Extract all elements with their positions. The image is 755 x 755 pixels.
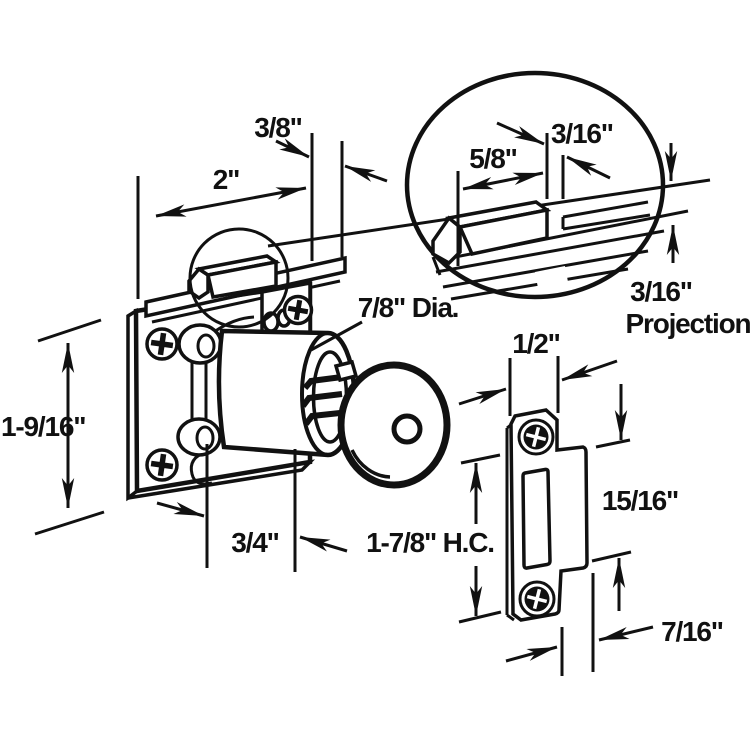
phillips-cross-icon xyxy=(150,453,174,477)
detail-callout-circle xyxy=(188,227,290,329)
key xyxy=(333,359,451,489)
bar-end-cap xyxy=(431,256,442,276)
leader-line xyxy=(310,320,363,352)
extension-line xyxy=(37,318,102,343)
dimension-3-16in-step: 3/16" xyxy=(496,118,614,199)
dim-1-9-16in-label: 1-9/16" xyxy=(1,411,85,442)
bar-line xyxy=(435,229,665,274)
key-wards xyxy=(300,374,343,426)
dimension-arrow xyxy=(344,164,388,183)
dim-15-16in-label: 15/16" xyxy=(602,485,678,516)
magnifier-circle xyxy=(404,70,666,300)
dim-3-4in-label: 3/4" xyxy=(231,527,278,558)
strike-plate xyxy=(505,408,589,622)
phillips-cross-icon xyxy=(287,299,309,321)
dimension-arrow xyxy=(462,171,544,191)
magnified-latch-bolt xyxy=(431,200,651,266)
arm-hole xyxy=(195,425,215,451)
dim-2in-label: 2" xyxy=(213,164,239,195)
phillips-cross-icon xyxy=(150,332,174,356)
dimension-2in: 2" xyxy=(136,164,307,299)
dim-3-16in-step-label: 3/16" xyxy=(551,118,613,149)
dim-3-16in-projection-label: 3/16" xyxy=(630,276,692,307)
dimension-arrow xyxy=(155,186,307,218)
dimension-arrow xyxy=(561,359,618,382)
dim-7-8in-dia-label: 7/8" Dia. xyxy=(358,292,459,323)
projection-word-label: Projection xyxy=(626,308,751,339)
dimension-arrow xyxy=(505,645,558,663)
bar-line xyxy=(442,249,649,289)
cam-arm xyxy=(176,315,259,486)
dimension-1-7-8in-hc: 1-7/8" H.C. xyxy=(299,453,502,624)
dimension-1-9-16in: 1-9/16" xyxy=(1,318,105,536)
dim-1-2in-label: 1/2" xyxy=(512,328,559,359)
dim-5-8in-label: 5/8" xyxy=(469,143,516,174)
screw-rim xyxy=(518,580,556,618)
dimension-3-4in: 3/4" xyxy=(156,444,297,572)
dimension-7-16in: 7/16" xyxy=(505,573,724,676)
dimension-arrow xyxy=(598,625,654,642)
strike-screw-top xyxy=(517,418,555,456)
key-bow-hole xyxy=(391,413,423,445)
dimension-arrow xyxy=(299,535,348,553)
extension-line xyxy=(34,510,105,536)
extension-line xyxy=(460,453,501,465)
dimension-3-8in: 3/8" xyxy=(254,112,388,261)
plate-screw-bottom xyxy=(145,448,179,482)
dimension-3-16in-projection: 3/16" Projection xyxy=(626,143,752,339)
extension-line xyxy=(458,610,502,624)
phillips-cross-icon xyxy=(525,426,547,448)
strike-slot xyxy=(521,467,552,570)
dimension-1-2in: 1/2" xyxy=(458,328,618,416)
arm-hole xyxy=(196,333,216,359)
key-bow-inner-line xyxy=(350,449,391,479)
latch-shelf-edge xyxy=(562,200,649,219)
extension-line xyxy=(591,550,632,563)
lock-assembly xyxy=(126,227,451,502)
plate-side-edge xyxy=(506,613,515,622)
key-shoulder xyxy=(333,359,359,383)
dimension-arrow xyxy=(496,121,545,146)
dim-3-8in-label: 3/8" xyxy=(254,112,301,143)
lock-cylinder xyxy=(216,328,357,458)
dimension-arrow xyxy=(156,501,205,518)
latch-front-face xyxy=(457,207,549,257)
dim-1-7-8in-hc-label: 1-7/8" H.C. xyxy=(366,527,494,558)
plate-screw-top xyxy=(145,327,179,361)
strike-screw-bottom xyxy=(518,580,556,618)
arm-flange xyxy=(213,315,255,334)
dim-7-16in-label: 7/16" xyxy=(661,616,723,647)
dimension-arrow xyxy=(566,155,611,180)
latch-bolt xyxy=(187,254,281,301)
phillips-cross-icon xyxy=(526,588,548,610)
extension-line xyxy=(595,438,631,449)
screw-rim xyxy=(517,418,555,456)
latch-front-face xyxy=(205,259,278,300)
dimension-arrow xyxy=(275,138,310,159)
dimension-7-8in-dia: 7/8" Dia. xyxy=(310,292,459,352)
latch-shelf-edge xyxy=(562,213,651,231)
dimension-5-8in: 5/8" xyxy=(456,143,544,266)
bar-notch xyxy=(535,266,568,288)
case-screw xyxy=(282,294,314,326)
dimension-arrow xyxy=(458,387,507,406)
dimension-15-16in: 15/16" xyxy=(591,384,679,611)
